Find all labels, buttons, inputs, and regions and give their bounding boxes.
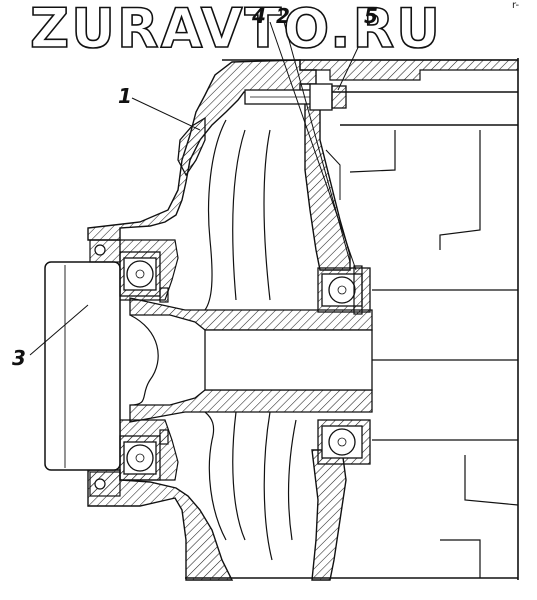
housing-rib: [177, 116, 206, 177]
housing-wall-bottom: [87, 469, 234, 581]
leader-lines: [29, 21, 371, 356]
bearing-left-upper: [119, 251, 161, 297]
flange-3: [44, 261, 121, 471]
seal-left-upper: [89, 239, 121, 263]
callout-1: 1: [118, 84, 132, 108]
corner-mark: r-: [512, 0, 520, 11]
bearing-left-lower: [119, 435, 161, 481]
housing-top-band: [299, 59, 519, 81]
watermark-text: ZURAVTO.RU: [29, 0, 443, 60]
seal-left-lower: [89, 471, 121, 497]
callout-2: 2: [276, 4, 290, 28]
bearing-right-lower: [317, 419, 371, 465]
housing-outer: [185, 58, 519, 580]
cover-wall-lower: [311, 449, 347, 581]
callout-5: 5: [364, 4, 378, 28]
retaining-ring: [159, 265, 363, 445]
bolt-5: [244, 83, 347, 111]
callout-3: 3: [12, 346, 26, 370]
casting-contour: [204, 119, 341, 561]
shaft: [129, 297, 373, 423]
callout-4: 4: [252, 4, 266, 28]
